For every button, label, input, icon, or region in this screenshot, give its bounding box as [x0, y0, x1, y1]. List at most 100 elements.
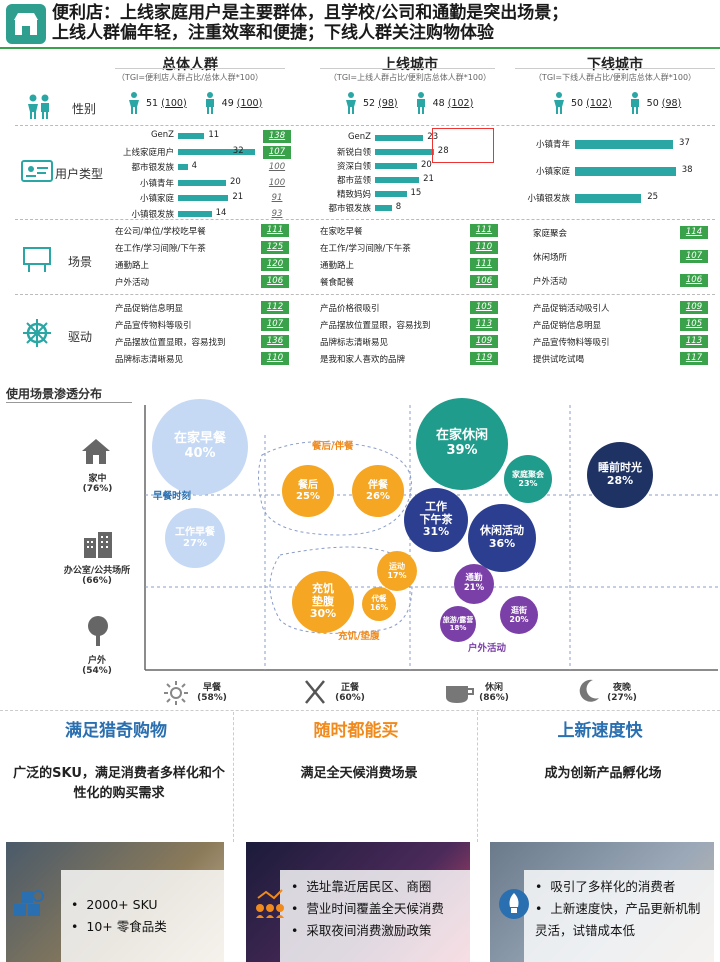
divider: [515, 68, 715, 69]
divider: [0, 710, 720, 711]
gender-female-value: 51 (100): [146, 98, 187, 109]
list-item-label: 休闲场所: [533, 253, 568, 263]
list-item-label: 产品摆放位置显眼，容易找到: [115, 338, 226, 348]
bar-label: 资深白领: [336, 162, 371, 172]
tgi-badge: 109: [470, 335, 498, 348]
tgi-badge: 136: [261, 335, 289, 348]
female-tgi: (100): [161, 97, 187, 109]
divider: [233, 712, 234, 842]
column-sub-lower: （TGI=下线人群占比/便利店总体人群*100）: [533, 73, 697, 82]
group-label-breakfast: 早餐时刻: [153, 491, 192, 502]
male-icon: [415, 92, 427, 114]
male-pct: 50: [646, 97, 662, 109]
store-icon: [6, 4, 46, 44]
divider: [6, 402, 132, 403]
divider: [320, 68, 495, 69]
tgi-badge: 100: [268, 177, 286, 188]
bar: [575, 167, 676, 176]
list-item-label: 餐食配餐: [320, 278, 355, 288]
list-item-label: 产品促销信息明显: [115, 304, 184, 314]
list-item-label: 产品宣传物料等吸引: [533, 338, 610, 348]
bar-label: GenZ: [150, 130, 174, 140]
house-icon: [80, 437, 112, 469]
title-rule: [0, 47, 720, 49]
bar: [375, 205, 392, 211]
ship-wheel-icon: [20, 318, 54, 348]
male-pct: 48: [432, 97, 448, 109]
x-axis-pct-night: (27%): [607, 693, 637, 703]
list-item-label: 通勤路上: [115, 261, 150, 271]
bar-value: 32: [232, 145, 244, 156]
bubble-name: 在家休闲: [435, 428, 488, 444]
bar-label: 小镇家庭: [139, 194, 174, 204]
bubble-name: 充饥 垫腹: [312, 582, 334, 608]
feature-points: 吸引了多样化的消费者上新速度快，产品更新机制灵活，试错成本低: [535, 876, 710, 942]
row-divider: [15, 125, 715, 126]
list-item-label: 户外活动: [115, 278, 150, 288]
list-item-label: 品牌标志清晰易见: [320, 338, 389, 348]
gender-female-value: 52 (98): [363, 98, 398, 109]
bar-label: 都市银发族: [131, 163, 174, 173]
feature-desc: 成为创新产品孵化场: [544, 766, 662, 781]
bar: [178, 210, 212, 217]
row-label-scene: 场景: [68, 255, 93, 269]
y-axis-label-outdoor: 户外: [87, 656, 106, 666]
column-sub-total: （TGI=便利店人群占比/总体人群*100）: [116, 73, 264, 82]
moon-icon: [577, 678, 601, 708]
bar-value: 21: [232, 192, 244, 202]
tgi-badge: 107: [680, 250, 708, 263]
bubble-pct: 18%: [449, 624, 467, 632]
feature-desc: 满足全天候消费场景: [300, 766, 418, 781]
bar-value: 28: [437, 146, 449, 156]
bar: [178, 133, 205, 139]
bar-label: 都市银发族: [328, 204, 371, 214]
feature-point: 营业时间覆盖全天候消费: [291, 898, 466, 920]
list-item-label: 家庭聚会: [533, 229, 568, 239]
tgi-badge: 119: [470, 352, 498, 365]
bubble-name: 逛街: [511, 605, 527, 615]
bubble-pct: 17%: [387, 571, 407, 580]
x-axis-label-breakfast: 早餐: [202, 683, 221, 693]
tgi-badge: 110: [470, 241, 498, 254]
divider: [115, 68, 285, 69]
id-card-icon: [20, 156, 54, 186]
tgi-badge: 114: [680, 226, 708, 239]
gender-item: 52 (98)48 (102): [345, 92, 473, 114]
bar-value: 21: [423, 174, 434, 184]
list-item-label: 在家吃早餐: [320, 227, 363, 237]
tgi-badge: 109: [680, 301, 708, 314]
tgi-badge: 117: [680, 352, 708, 365]
tgi-badge: 112: [261, 301, 289, 314]
row-divider: [15, 219, 715, 220]
bar: [178, 148, 255, 155]
bar-value: 25: [647, 192, 659, 202]
y-axis-label-home: 家中: [88, 474, 107, 484]
y-axis-pct-outdoor: (54%): [82, 666, 112, 676]
feature-points: 2000+ SKU10+ 零食品类: [71, 894, 221, 938]
bar-label: 小镇家庭: [535, 167, 570, 177]
bubble-pct: 26%: [366, 491, 390, 502]
female-tgi: (98): [378, 97, 398, 109]
list-item-label: 户外活动: [533, 277, 568, 287]
tgi-badge: 91: [271, 193, 283, 203]
column-sub-upper: （TGI=上线人群占比/便利店总体人群*100）: [328, 73, 492, 82]
feature-icon: [252, 886, 288, 922]
building-icon: [82, 530, 114, 562]
male-pct: 49: [221, 97, 237, 109]
bubble-pct: 31%: [422, 525, 450, 539]
bar-label: 精致妈妈: [336, 190, 371, 200]
gender-female-value: 50 (102): [571, 98, 612, 109]
list-item-label: 是我和家人喜欢的品牌: [320, 355, 406, 365]
tgi-badge: 93: [271, 208, 283, 219]
bar: [178, 179, 226, 186]
male-tgi: (98): [661, 97, 682, 109]
tgi-badge: 105: [680, 318, 708, 331]
bar-value: 14: [215, 207, 227, 218]
bubble-name: 家庭聚会: [512, 469, 544, 479]
bar-label: 上线家庭用户: [122, 147, 174, 158]
